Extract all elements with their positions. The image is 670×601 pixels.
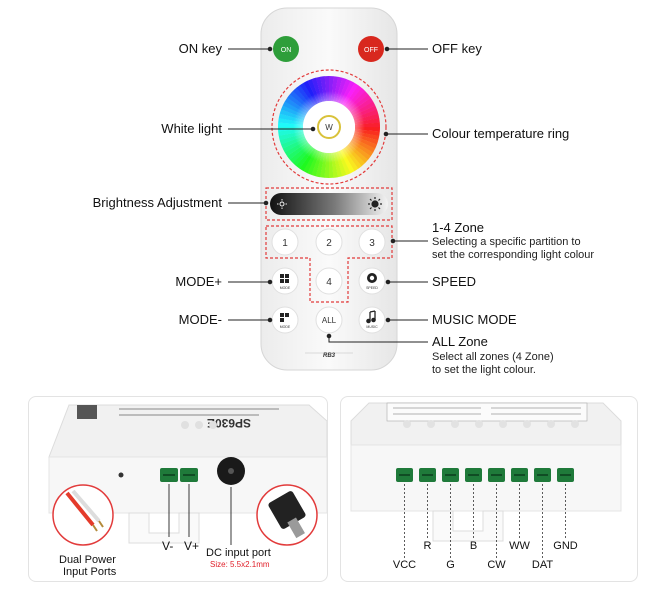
- all-zone-button[interactable]: ALL: [315, 306, 343, 334]
- on-key[interactable]: ON: [273, 36, 299, 62]
- mount-clip: [128, 512, 200, 544]
- remote-diagram: ON OFF W 1 2 3 4: [228, 7, 428, 371]
- zone-4-button[interactable]: 4: [315, 267, 343, 295]
- colour-ring-outline: [271, 69, 387, 185]
- callout-all-zone-title: ALL Zone: [432, 334, 488, 349]
- dual-power-label-1: Dual Power: [59, 554, 116, 566]
- mount-clip: [432, 510, 504, 542]
- callout-white-light: White light: [161, 121, 222, 136]
- red-black-wires: [65, 489, 104, 532]
- svg-text:4: 4: [326, 277, 332, 288]
- sun-dim-icon: [277, 199, 287, 209]
- terminal-label-cw: CW: [487, 559, 506, 571]
- brightness-slider[interactable]: [270, 193, 388, 215]
- callout-on-key: ON key: [178, 41, 222, 56]
- svg-text:MODE: MODE: [280, 286, 291, 290]
- svg-text:3: 3: [369, 238, 375, 249]
- left-controller-panel: SP630E: [28, 396, 328, 582]
- svg-text:MODE: MODE: [280, 325, 291, 329]
- terminal-label-vcc: VCC: [392, 559, 417, 571]
- terminal-label-dat: DAT: [531, 559, 554, 571]
- terminal-label-b: B: [469, 540, 478, 552]
- output-terminals: [396, 468, 574, 482]
- terminal-label-gnd: GND: [553, 540, 578, 552]
- terminal-label-g: G: [446, 559, 455, 571]
- svg-text:1: 1: [282, 238, 288, 249]
- speed-icon: [367, 273, 377, 283]
- zone-1-button[interactable]: 1: [271, 228, 299, 256]
- terminal-label-ww: WW: [509, 540, 530, 552]
- vminus-label: V-: [162, 539, 174, 553]
- callout-speed: SPEED: [432, 274, 477, 289]
- left-model-text: SP630E: [207, 416, 251, 430]
- white-light-key[interactable]: W: [317, 115, 341, 139]
- top-print-lines: [119, 408, 279, 416]
- callout-all-zone-desc-1: Select all zones (4 Zone): [432, 351, 554, 363]
- terminal-vplus: [180, 468, 198, 482]
- spec-print-lines: [393, 407, 581, 415]
- vplus-label: V+: [184, 539, 200, 553]
- callout-music-mode: MUSIC MODE: [432, 312, 517, 327]
- svg-text:2: 2: [326, 238, 332, 249]
- mode-minus-button[interactable]: MODE: [271, 306, 299, 334]
- callout-all-zone-desc-2: to set the light colour.: [432, 364, 536, 376]
- on-key-text: ON: [281, 47, 292, 54]
- mode-plus-button[interactable]: MODE: [271, 267, 299, 295]
- music-note-icon: [366, 310, 376, 324]
- dc-port-label: DC input port: [206, 547, 271, 559]
- leader-lines: [228, 46, 428, 343]
- callout-mode-plus: MODE+: [175, 274, 222, 289]
- right-leader-lines: [404, 484, 566, 559]
- left-leader-lines: [168, 484, 232, 545]
- spec-label: [386, 402, 588, 422]
- terminal-label-r: R: [423, 540, 432, 552]
- off-key[interactable]: OFF: [358, 36, 384, 62]
- mode-plus-icon: [280, 274, 289, 283]
- off-key-text: OFF: [364, 47, 378, 54]
- remote-model-text: RB3: [323, 353, 336, 359]
- top-button-row: [403, 420, 579, 428]
- controller-side-face: [350, 444, 622, 512]
- white-key-text: W: [325, 123, 333, 132]
- svg-text:ALL: ALL: [322, 316, 337, 325]
- music-mode-button[interactable]: MUSIC: [358, 306, 386, 334]
- callout-zone-desc-2: set the corresponding light colour: [432, 249, 595, 261]
- dc-plug: [268, 491, 306, 539]
- svg-text:MUSIC: MUSIC: [366, 325, 378, 329]
- right-controller-diagram: [350, 402, 622, 559]
- left-controller-diagram: SP630E: [48, 404, 327, 546]
- callout-brightness: Brightness Adjustment: [92, 195, 222, 210]
- callout-mode-minus: MODE-: [178, 312, 222, 327]
- qr-code-icon: [77, 405, 97, 419]
- svg-text:SPEED: SPEED: [366, 286, 378, 290]
- terminal-vminus: [160, 468, 178, 482]
- zone-2-button[interactable]: 2: [315, 228, 343, 256]
- callout-zone-desc-1: Selecting a specific partition to: [432, 236, 581, 248]
- speed-button[interactable]: SPEED: [358, 267, 386, 295]
- callout-zone-title: 1-4 Zone: [432, 220, 485, 235]
- dc-size-label: Size: 5.5x2.1mm: [210, 560, 270, 569]
- dual-power-label-2: Input Ports: [63, 566, 117, 578]
- mode-minus-icon: [280, 313, 289, 322]
- controller-top-face: [48, 404, 327, 458]
- power-input-hole: [118, 472, 124, 478]
- zone-3-button[interactable]: 3: [358, 228, 386, 256]
- callout-colour-ring: Colour temperature ring: [432, 126, 570, 141]
- zone-outline: [265, 225, 393, 303]
- sun-bright-icon: [368, 197, 382, 211]
- callout-off-key: OFF key: [432, 41, 482, 56]
